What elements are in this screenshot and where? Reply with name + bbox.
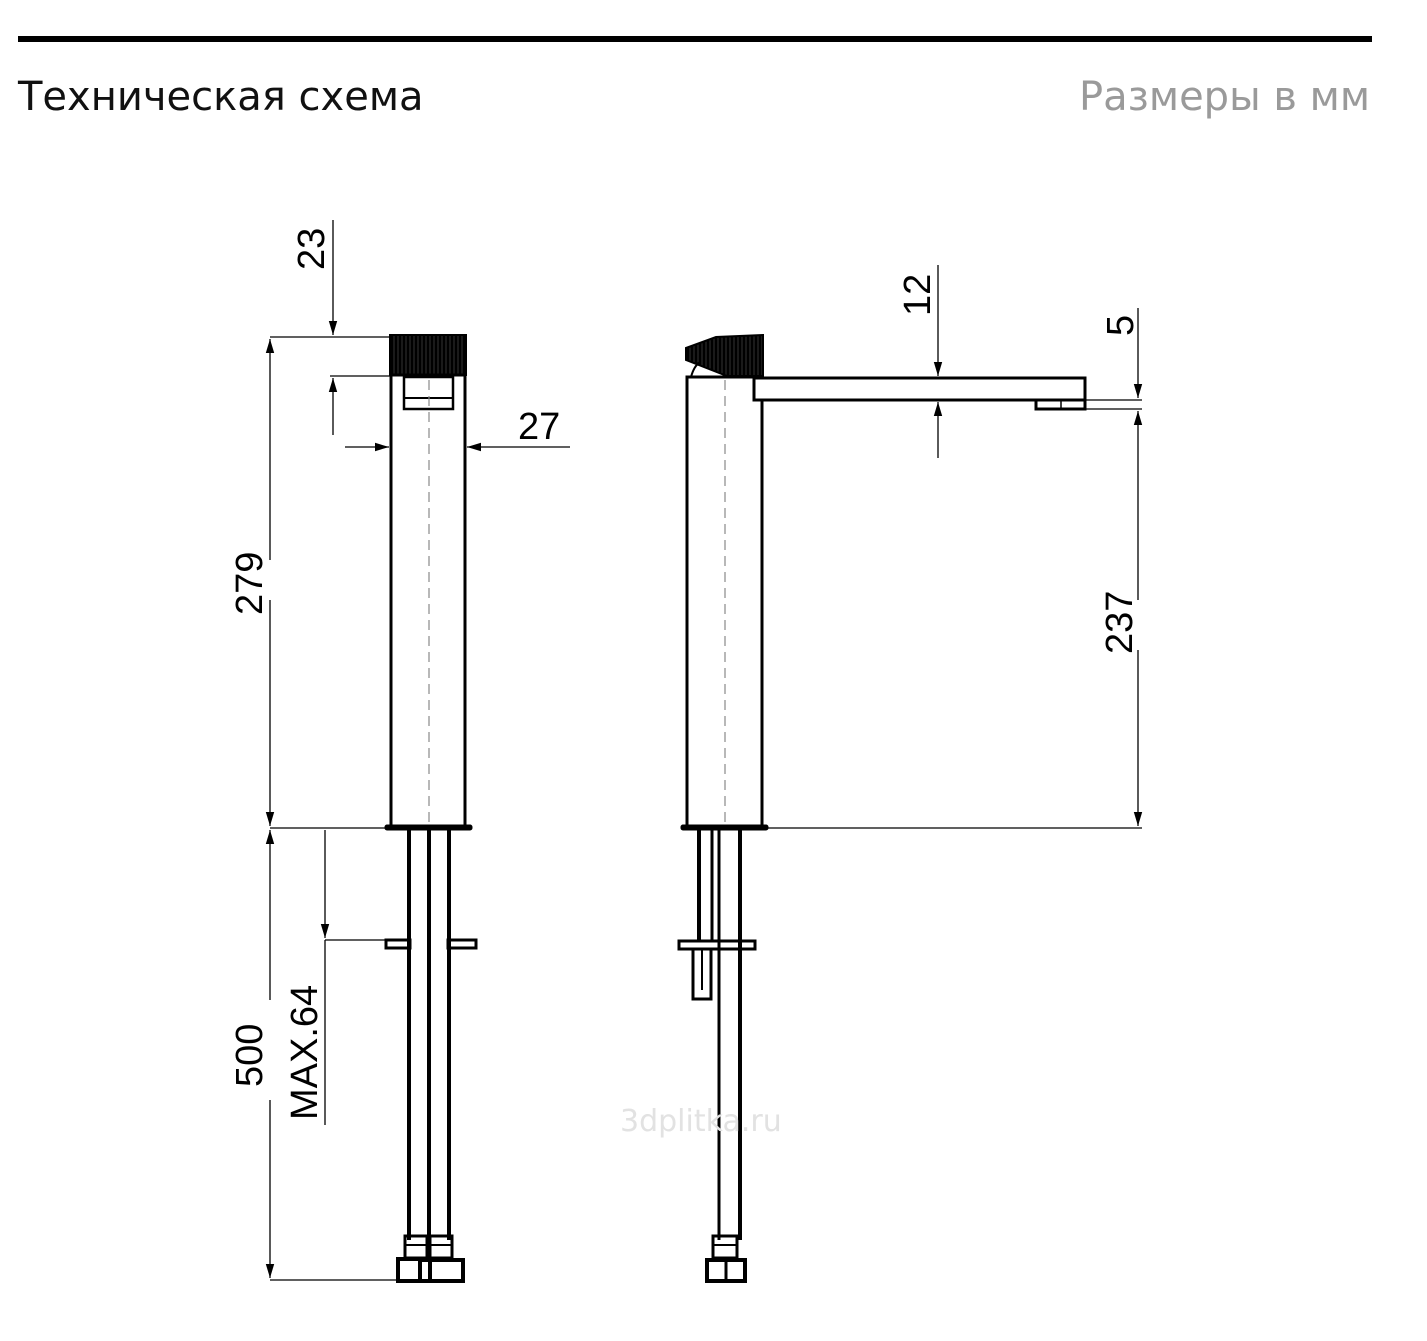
handle-lever bbox=[685, 333, 764, 377]
faucet-body bbox=[389, 373, 467, 829]
washer-right bbox=[446, 938, 478, 950]
dim-aerator-height: 5 bbox=[1100, 315, 1142, 336]
page-title: Техническая схема bbox=[18, 74, 424, 120]
handle-knob bbox=[389, 334, 467, 376]
cartridge bbox=[402, 375, 455, 411]
dimension-lines-side bbox=[768, 265, 1143, 829]
units-label: Размеры в мм bbox=[1078, 74, 1370, 120]
top-rule bbox=[18, 36, 1372, 42]
dim-spout-clearance: 237 bbox=[1099, 591, 1141, 654]
front-view bbox=[265, 220, 570, 1283]
side-view bbox=[677, 265, 1143, 1283]
dimension-lines bbox=[265, 220, 570, 1281]
base-flange-side bbox=[680, 824, 769, 831]
watermark: 3dplitka.ru bbox=[620, 1104, 782, 1139]
dim-body-width: 27 bbox=[518, 406, 560, 448]
washer-side bbox=[677, 939, 757, 951]
dim-total-height: 279 bbox=[229, 552, 271, 615]
hose-nut-right bbox=[418, 1258, 465, 1283]
spout bbox=[752, 376, 1087, 402]
dim-hose-length: 500 bbox=[229, 1024, 271, 1087]
hose-nut-left bbox=[396, 1257, 432, 1283]
washer-left bbox=[384, 938, 412, 950]
dim-max-deck: MAX.64 bbox=[284, 985, 326, 1120]
base-flange bbox=[384, 824, 473, 831]
dim-spout-thickness: 12 bbox=[897, 274, 939, 316]
dim-handle-height: 23 bbox=[291, 228, 333, 270]
